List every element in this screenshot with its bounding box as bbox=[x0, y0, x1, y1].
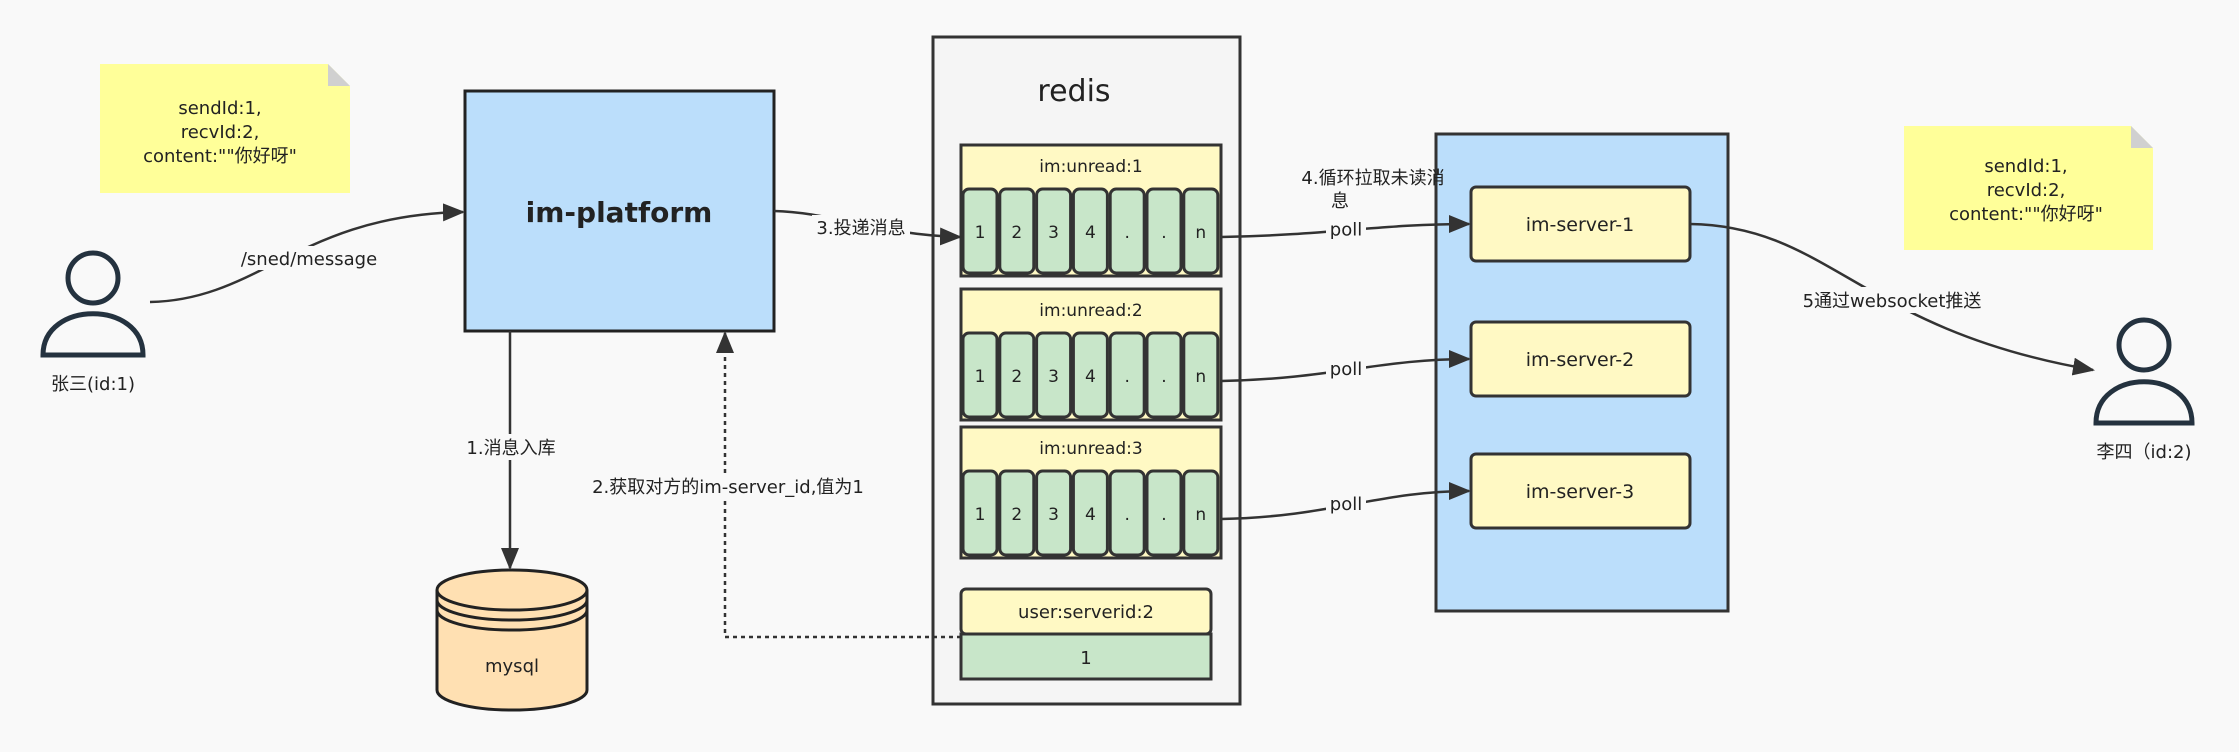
queue-cell-label: . bbox=[1161, 223, 1166, 243]
queue-cell bbox=[1071, 469, 1109, 557]
queue-key: im:unread:3 bbox=[1039, 439, 1142, 459]
queue-cell-label: . bbox=[1124, 505, 1129, 525]
queue-cell bbox=[1145, 331, 1183, 419]
queue-cell bbox=[998, 469, 1036, 557]
queue-cell-label: n bbox=[1195, 367, 1206, 387]
im-server-2[interactable]: im-server-2 bbox=[1469, 320, 1692, 398]
queue-cell bbox=[1182, 331, 1220, 419]
note-line: content:""你好呀" bbox=[143, 146, 297, 167]
poll-edge-label: poll bbox=[1330, 220, 1362, 241]
queue-cell bbox=[961, 187, 999, 275]
server-label: im-server-3 bbox=[1526, 481, 1635, 503]
queue-cell bbox=[1145, 187, 1183, 275]
queue-cell bbox=[1108, 469, 1146, 557]
queue-cell bbox=[1035, 331, 1073, 419]
poll-edge-label: poll bbox=[1330, 359, 1362, 380]
im-server-1[interactable]: im-server-1 bbox=[1469, 185, 1692, 263]
mysql-label: mysql bbox=[485, 656, 539, 677]
pull-edge-label: 4.循环拉取未读消 bbox=[1301, 168, 1444, 189]
redis-queue[interactable]: im:unread:2 1 2 3 4.. n bbox=[959, 287, 1223, 422]
poll-edge-label: poll bbox=[1330, 494, 1362, 515]
queue-cell-label: n bbox=[1195, 505, 1206, 525]
mysql-database[interactable]: mysql bbox=[435, 568, 589, 712]
queue-cell bbox=[1035, 187, 1073, 275]
user-icon bbox=[2093, 317, 2195, 426]
queue-cell-label: 2 bbox=[1011, 223, 1022, 243]
queue-cell-label: 1 bbox=[975, 367, 986, 387]
message-note-left: sendId:1, recvId:2, content:""你好呀" bbox=[100, 64, 350, 193]
queue-cell-label: . bbox=[1161, 367, 1166, 387]
pull-edge-label: 息 bbox=[1331, 191, 1349, 212]
queue-cell-label: 1 bbox=[975, 223, 986, 243]
queue-cell-label: 4 bbox=[1085, 367, 1096, 387]
queue-cell bbox=[998, 187, 1036, 275]
user-serverid-entry[interactable]: user:serverid:2 1 bbox=[959, 587, 1213, 681]
store-edge-label: 1.消息入库 bbox=[466, 438, 555, 459]
queue-cell-label: . bbox=[1124, 367, 1129, 387]
queue-cell bbox=[998, 331, 1036, 419]
queue-cell bbox=[1108, 187, 1146, 275]
queue-key: im:unread:1 bbox=[1039, 157, 1142, 177]
queue-cell bbox=[1035, 469, 1073, 557]
message-note-right: sendId:1, recvId:2, content:""你好呀" bbox=[1904, 126, 2153, 250]
lookup-edge bbox=[716, 331, 961, 639]
queue-cell-label: . bbox=[1161, 505, 1166, 525]
user-right-label: 李四（id:2) bbox=[2097, 442, 2192, 463]
queue-cell bbox=[1182, 187, 1220, 275]
user-left-label: 张三(id:1) bbox=[51, 374, 135, 395]
redis-queue[interactable]: im:unread:1 1 2 3 4.. n bbox=[959, 143, 1223, 278]
note-line: content:""你好呀" bbox=[1949, 204, 2103, 225]
queue-cell-label: . bbox=[1124, 223, 1129, 243]
queue-cell-label: 3 bbox=[1048, 367, 1059, 387]
server-label: im-server-2 bbox=[1526, 349, 1635, 371]
deliver-edge-label: 3.投递消息 bbox=[816, 218, 905, 239]
queue-cell-label: 4 bbox=[1085, 223, 1096, 243]
im-platform-label: im-platform bbox=[526, 196, 713, 229]
serverid-value: 1 bbox=[1080, 648, 1091, 669]
queue-cell bbox=[1108, 331, 1146, 419]
queue-cell-label: n bbox=[1195, 223, 1206, 243]
push-edge-label: 5通过websocket推送 bbox=[1803, 291, 1982, 312]
serverid-key: user:serverid:2 bbox=[1018, 602, 1154, 623]
note-line: recvId:2, bbox=[1987, 180, 2066, 201]
queue-cell-label: 2 bbox=[1011, 505, 1022, 525]
lookup-edge-label: 2.获取对方的im-server_id,值为1 bbox=[592, 477, 864, 498]
queue-cell-label: 4 bbox=[1085, 505, 1096, 525]
queue-cell-label: 2 bbox=[1011, 367, 1022, 387]
queue-cell bbox=[1182, 469, 1220, 557]
user-icon bbox=[40, 250, 146, 358]
redis-queue[interactable]: im:unread:3 1 2 3 4.. n bbox=[959, 425, 1223, 560]
queue-cell bbox=[1071, 187, 1109, 275]
im-platform-box[interactable]: im-platform bbox=[463, 89, 776, 333]
redis-label: redis bbox=[1037, 74, 1110, 109]
im-server-3[interactable]: im-server-3 bbox=[1469, 452, 1692, 530]
queue-cell bbox=[1145, 469, 1183, 557]
queue-key: im:unread:2 bbox=[1039, 301, 1142, 321]
queue-cell bbox=[961, 469, 999, 557]
server-label: im-server-1 bbox=[1526, 214, 1635, 236]
note-line: sendId:1, bbox=[178, 98, 261, 119]
queue-cell bbox=[961, 331, 999, 419]
queue-cell-label: 3 bbox=[1048, 505, 1059, 525]
push-edge bbox=[1689, 222, 2095, 376]
queue-cell bbox=[1071, 331, 1109, 419]
note-line: sendId:1, bbox=[1984, 156, 2067, 177]
queue-cell-label: 3 bbox=[1048, 223, 1059, 243]
queue-cell-label: 1 bbox=[975, 505, 986, 525]
send-edge-label: /sned/message bbox=[241, 249, 377, 270]
note-line: recvId:2, bbox=[181, 122, 260, 143]
